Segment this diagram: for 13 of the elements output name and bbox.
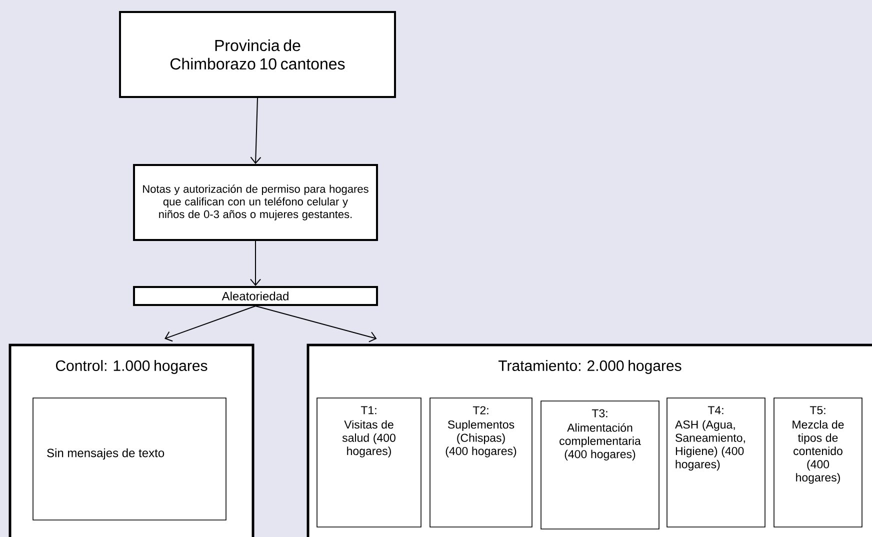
title-box: Provincia de Chimborazo 10 cantones [119,11,396,98]
arrow [250,240,261,286]
arrow [255,306,377,342]
treatment-box: T4: ASH (Agua, Saneamiento, Higiene) (400 hogares) [666,398,766,528]
content-box: Sin mensajes de texto [32,398,226,520]
treatment-box: T2: Suplementos (Chispas) (400 hogares) [430,398,532,528]
process-box: Aleatoriedad [133,286,378,306]
arrow [250,98,262,164]
treatment-box: T1: Visitas de salud (400 hogares) [316,398,422,528]
treatment-box: T5: Mezcla de tipos de contenido (400 hogares) [774,398,862,528]
process-box: Notas y autorización de permiso para hogares que califican con un teléfono celular y niños de 0-3 años o mujeres gestantes. [133,164,378,241]
arrow [164,306,256,342]
treatment-box: T3: Alimentación complementaria (400 hogares) [540,400,660,530]
